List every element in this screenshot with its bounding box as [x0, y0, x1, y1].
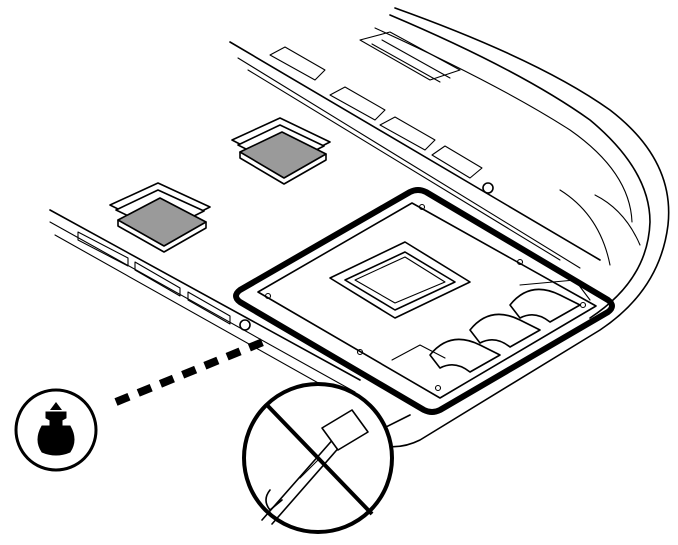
vent-slot — [431, 145, 483, 179]
rib — [509, 288, 581, 323]
rib — [429, 338, 501, 373]
push-rivet-fastener-icon — [14, 388, 98, 472]
rail-slot — [77, 231, 129, 267]
vent-slot-row — [269, 31, 494, 194]
screw-hole — [434, 384, 442, 392]
rail-slot — [134, 261, 181, 297]
screw-hole — [516, 258, 524, 266]
adhesive-pad-upper — [231, 117, 331, 185]
vent-slot — [379, 116, 436, 151]
leader-line — [114, 336, 270, 406]
adhesive-pad-lower — [109, 182, 211, 253]
screw-hole — [356, 348, 364, 356]
screw-hole — [579, 301, 587, 309]
screw-hole — [264, 292, 272, 300]
no-screwdriver-prying-icon — [242, 382, 394, 534]
screw-hole — [418, 203, 426, 211]
rib-group — [429, 279, 591, 373]
screw-hole — [239, 319, 251, 331]
rib — [469, 313, 541, 348]
vent-slot — [329, 86, 386, 121]
mounting-plate — [233, 187, 615, 415]
vent-slot — [269, 46, 326, 81]
rail-slot — [187, 291, 231, 325]
rail-slot-row — [77, 231, 251, 331]
screw-hole — [482, 182, 494, 194]
